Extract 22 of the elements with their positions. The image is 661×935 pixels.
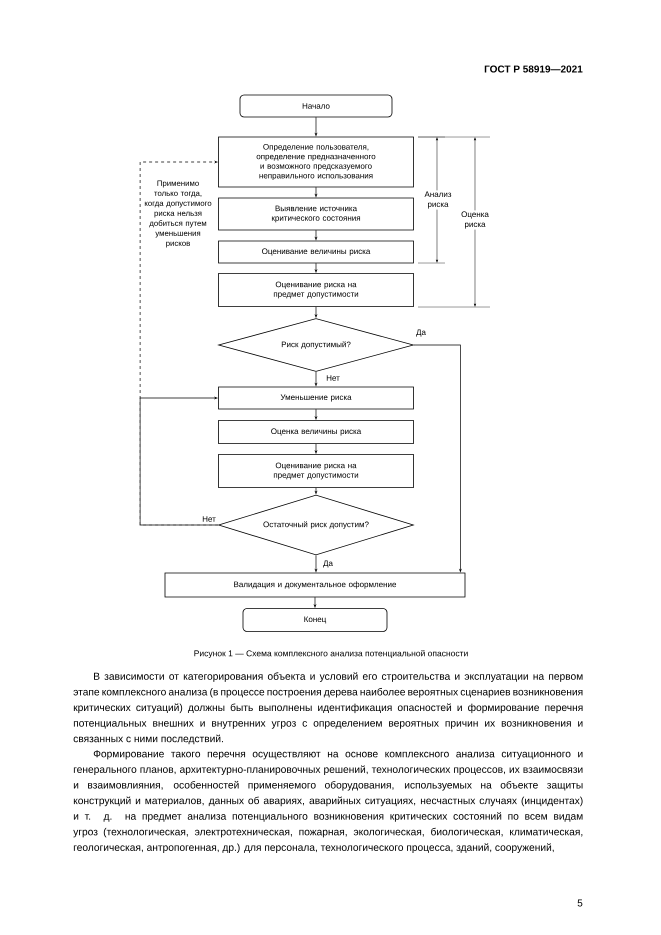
figure-caption: Рисунок 1 — Схема комплексного анализа потенциальной опасности: [194, 650, 468, 658]
edge-label: Да: [322, 559, 334, 569]
page-header: ГОСТ Р 58919—2021: [484, 65, 582, 73]
dimension-label: Анализ риска: [420, 190, 456, 210]
page-number: 5: [578, 900, 582, 906]
process-box: Оценивание риска на предмет допустимости: [218, 273, 414, 307]
paragraph: Формирование такого перечня осуществляют на основе комплексного анализа ситуационного и генерального планов, архитектурно-планировочных решений, технологических процессов, их взаимосвязи и взаимовлияния, особенностей применяемого оборудования, используемых на объекте защиты конструкций и материалов, данных об авариях, аварийных ситуациях, несчастных случаях (инцидентах) и т. д. на предмет анализа потенциального возникновения критических состояний по всем видам угроз (технологическая, электротехническая, пожарная, экологическая, биологическая, климатическая, геологическая, антропогенная, др.) для персонала, технологического процесса, зданий, сооружений,: [73, 750, 583, 853]
process-box: Определение пользователя, определение предназначенного и возможного предсказуемого неправильного использования: [218, 136, 414, 188]
process-box: Уменьшение риска: [218, 386, 414, 410]
edge-label: Нет: [201, 515, 217, 523]
process-box: Оценивание величины риска: [218, 240, 414, 264]
process-box: Валидация и документальное оформление: [164, 572, 466, 598]
process-box: Оценивание риска на предмет допустимости: [218, 454, 414, 488]
dimension-label: Оценка риска: [456, 210, 494, 230]
arrow: [140, 396, 218, 526]
process-box: Выявление источника критического состояния: [218, 198, 414, 230]
terminal-box: Начало: [240, 94, 392, 118]
edge-label: Да: [415, 328, 427, 338]
process-box: Оценка величины риска: [218, 420, 414, 444]
terminal-box: Конец: [242, 608, 388, 632]
edge-label: Нет: [325, 374, 341, 382]
paragraph: В зависимости от категорирования объекта и условий его строительства и эксплуатации на первом этапе комплексного анализа (в процессе построения дерева наиболее вероятных сценариев возникновения критических ситуаций) должны быть выполнены идентификация опасностей и формирование перечня потенциальных внешних и внутренних угроз с определением вероятных причин их возникновения и связанных с ними последствий.: [73, 672, 583, 744]
